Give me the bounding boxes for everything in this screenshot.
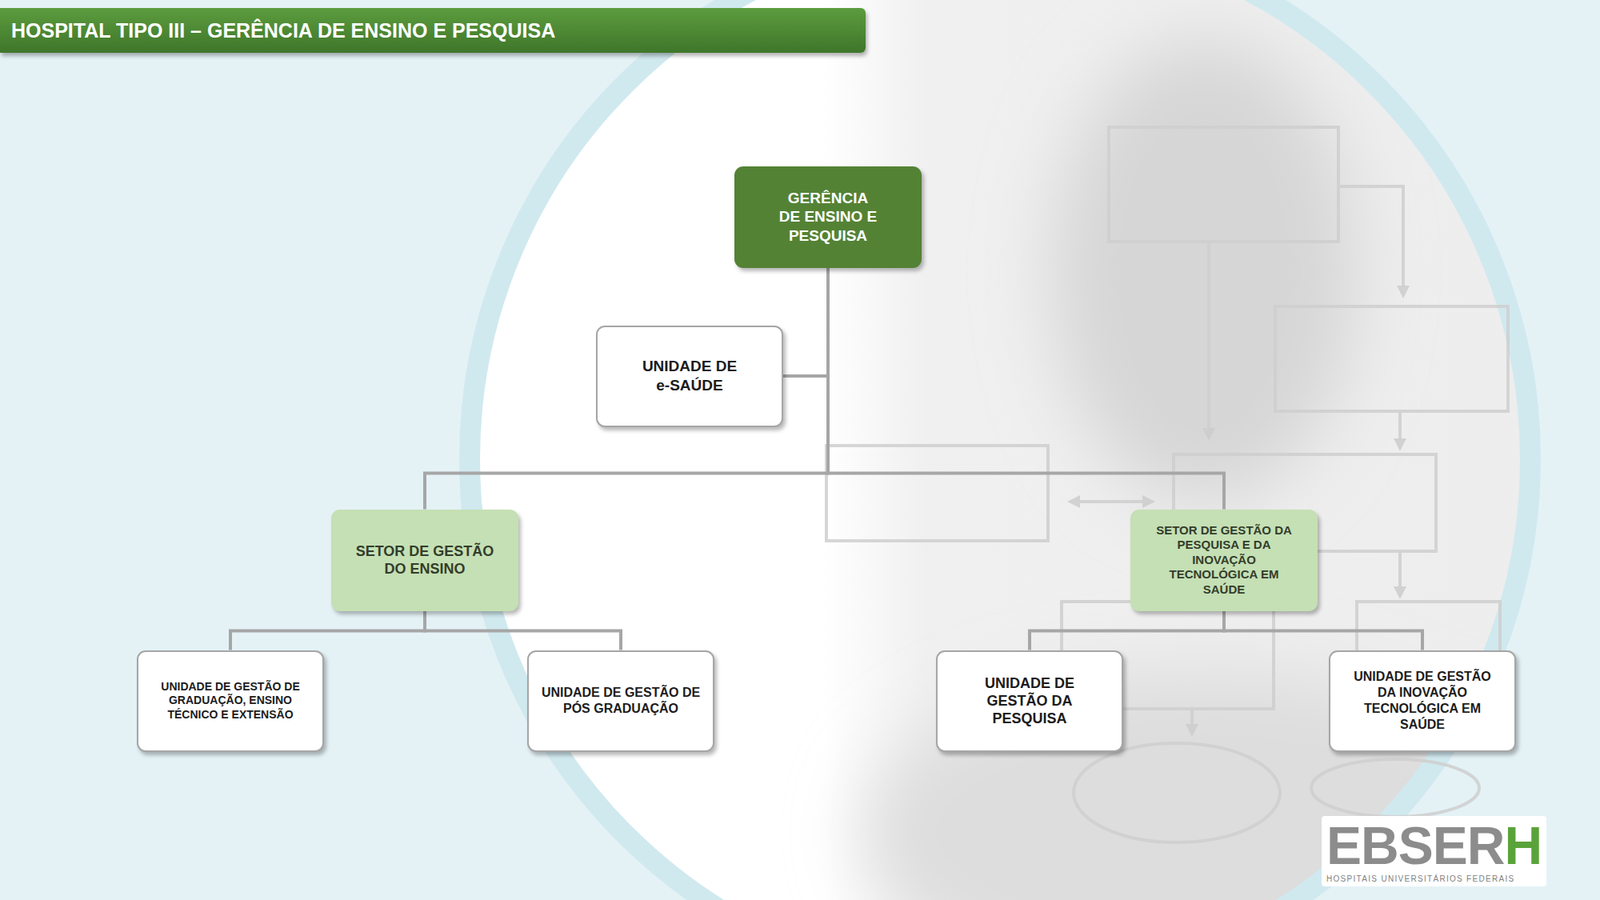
box-text: SETOR DE GESTÃO DO ENSINO xyxy=(352,542,497,579)
connector-line xyxy=(1029,611,1224,651)
title-band: HOSPITAL TIPO III – GERÊNCIA DE ENSINO E… xyxy=(0,8,866,53)
unit-box: UNIDADE DE GESTÃO DE GRADUAÇÃO, ENSINO T… xyxy=(136,650,324,752)
unit-box: UNIDADE DE GESTÃO DE PÓS GRADUAÇÃO xyxy=(527,650,715,752)
sector-box: SETOR DE GESTÃO DA PESQUISA E DA INOVAÇÃ… xyxy=(1130,509,1318,612)
connector-line xyxy=(783,268,828,377)
unit-box: UNIDADE DE e-SAÚDE xyxy=(596,325,784,428)
unit-box: UNIDADE DE GESTÃO DA PESQUISA xyxy=(936,650,1124,752)
ring-arc xyxy=(469,0,1531,900)
box-text: UNIDADE DE GESTÃO DE GRADUAÇÃO, ENSINO T… xyxy=(150,680,311,722)
connector-line xyxy=(1224,611,1423,651)
box-text: SETOR DE GESTÃO DA PESQUISA E DA INOVAÇÃ… xyxy=(1152,523,1296,598)
logo-subtitle: HOSPITAIS UNIVERSITÁRIOS FEDERAIS xyxy=(1326,874,1542,884)
connector-line xyxy=(424,268,828,510)
manager-box: GERÊNCIA DE ENSINO E PESQUISA xyxy=(734,166,922,268)
connector-line xyxy=(230,611,425,651)
box-text: GERÊNCIA DE ENSINO E PESQUISA xyxy=(776,188,880,246)
box-text: UNIDADE DE GESTÃO DE PÓS GRADUAÇÃO xyxy=(540,684,701,717)
box-text: UNIDADE DE e-SAÚDE xyxy=(637,356,742,395)
logo-patch: EBSERH HOSPITAIS UNIVERSITÁRIOS FEDERAIS xyxy=(1321,816,1547,887)
box-text: UNIDADE DE GESTÃO DA INOVAÇÃO TECNOLÓGIC… xyxy=(1346,668,1499,732)
connector-line xyxy=(828,268,1224,510)
logo-wordmark: EBSERH xyxy=(1326,819,1542,872)
sector-box: SETOR DE GESTÃO DO ENSINO xyxy=(331,509,519,612)
title-text: HOSPITAL TIPO III – GERÊNCIA DE ENSINO E… xyxy=(0,8,866,53)
connector-line xyxy=(424,611,621,651)
unit-box: UNIDADE DE GESTÃO DA INOVAÇÃO TECNOLÓGIC… xyxy=(1328,650,1516,752)
box-text: UNIDADE DE GESTÃO DA PESQUISA xyxy=(977,674,1082,728)
